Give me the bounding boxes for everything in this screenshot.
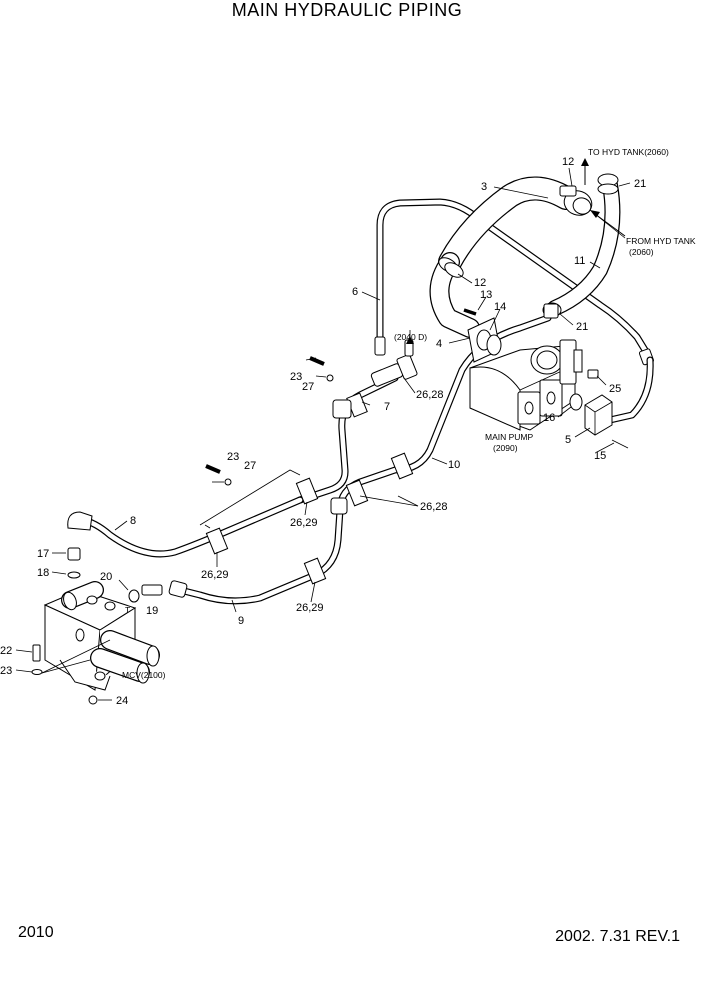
- adapter-17: [67, 547, 81, 579]
- arrow-2040d: [406, 336, 414, 344]
- callout-8: 8: [130, 515, 136, 527]
- pipe-7: [296, 374, 399, 504]
- return-hose-11: [547, 173, 621, 316]
- callout-26-29-c: 26,29: [296, 602, 324, 614]
- callout-23-c: 23: [0, 665, 12, 677]
- callout-14: 14: [494, 301, 506, 313]
- note-mcv: MCV(2100): [122, 670, 166, 680]
- page-number: 2010: [18, 924, 54, 941]
- bolts-washers: [205, 308, 477, 486]
- suction-hose-3: [429, 176, 578, 338]
- callout-12-mid: 12: [474, 277, 486, 289]
- note-main-pump-2: (2090): [493, 443, 518, 453]
- note-port-t: T: [125, 605, 130, 615]
- callout-20: 20: [100, 571, 112, 583]
- callout-10: 10: [448, 459, 460, 471]
- arrow-from-tank: [590, 210, 626, 237]
- callout-16: 16: [543, 412, 555, 424]
- pipe-6: [374, 198, 654, 366]
- pipe-clamps: [205, 392, 414, 585]
- main-pump: [469, 339, 583, 431]
- flange-5: [584, 394, 629, 449]
- fitting-19: [128, 584, 163, 603]
- note-from-hyd-tank-2: (2060): [629, 247, 654, 257]
- callout-22: 22: [0, 645, 12, 657]
- callout-26-29-a: 26,29: [290, 517, 318, 529]
- callout-15: 15: [594, 450, 606, 462]
- callout-13: 13: [480, 289, 492, 301]
- return-pipe-right: [606, 356, 654, 424]
- hose-clamp-12: [559, 185, 593, 216]
- page-title-text: MAIN HYDRAULIC PIPING: [231, 0, 463, 20]
- date-revision: 2002. 7.31 REV.1: [555, 928, 680, 945]
- callout-5: 5: [565, 434, 571, 446]
- callout-27-b: 27: [244, 460, 256, 472]
- callout-26-29-b: 26,29: [201, 569, 229, 581]
- pipe-9: [168, 506, 344, 605]
- note-2040d: (2040 D): [394, 332, 427, 342]
- callout-3: 3: [481, 181, 487, 193]
- fitting-25: [587, 369, 599, 379]
- callout-25: 25: [609, 383, 621, 395]
- callout-9: 9: [238, 615, 244, 627]
- callout-21-top: 21: [634, 178, 646, 190]
- callout-21-mid: 21: [576, 321, 588, 333]
- note-to-hyd-tank: TO HYD TANK(2060): [588, 147, 669, 157]
- callout-23-a: 23: [290, 371, 302, 383]
- callout-26-28-b: 26,28: [420, 501, 448, 513]
- callout-23-b: 23: [227, 451, 239, 463]
- callout-11: 11: [574, 255, 585, 267]
- o-ring-16: [569, 393, 583, 411]
- callout-27-a: 27: [302, 381, 314, 393]
- callout-6: 6: [352, 286, 358, 298]
- mcv-2100: [43, 581, 160, 691]
- callout-7: 7: [384, 401, 390, 413]
- page-title: MAIN HYDRAULIC PIPING: [0, 0, 702, 21]
- arrow-to-tank: [581, 158, 589, 185]
- callout-24: 24: [116, 695, 128, 707]
- fitting-21: [542, 302, 562, 319]
- callout-12-top: 12: [562, 156, 574, 168]
- flange-4: [467, 317, 502, 363]
- note-from-hyd-tank-1: FROM HYD TANK: [626, 236, 696, 246]
- callout-19: 19: [146, 605, 158, 617]
- callout-17: 17: [37, 548, 49, 560]
- leader-lines: [15, 167, 631, 701]
- pipe-8: [67, 496, 304, 558]
- note-main-pump-1: MAIN PUMP: [485, 432, 534, 442]
- callout-4: 4: [436, 338, 442, 350]
- callout-26-28-a: 26,28: [416, 389, 444, 401]
- callout-18: 18: [37, 567, 49, 579]
